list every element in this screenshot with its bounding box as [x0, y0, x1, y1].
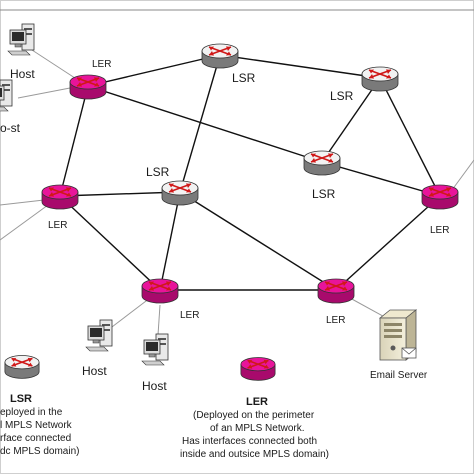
ler-left-router-icon: [41, 184, 79, 210]
label-ler-left: LER: [48, 220, 67, 231]
link-ler-top-ler-left: [59, 85, 89, 197]
link-lsr-topright-ler-right: [379, 77, 441, 197]
email-server-icon: [378, 309, 418, 361]
legend-ler-line-2: of an MPLS Network.: [210, 423, 304, 434]
label-host-bottom2: Host: [142, 379, 167, 393]
lsr-top-router-icon: [201, 43, 239, 69]
label-lsr-topright: LSR: [330, 89, 354, 103]
label-host-left: o-st: [0, 121, 21, 135]
legend-lsr-line-2: l MPLS Network: [0, 420, 73, 431]
label-email-server: Email Server: [370, 370, 428, 381]
label-lsr-right: LSR: [312, 187, 336, 201]
legend-ler-title: LER: [246, 396, 268, 408]
link-host-top: [31, 49, 79, 81]
legend: LSR eployed in the l MPLS Network rface …: [0, 393, 329, 460]
host-left-icon: [0, 79, 13, 112]
label-host-bottom1: Host: [82, 364, 107, 378]
label-ler-bottom: LER: [180, 310, 199, 321]
core-links: [59, 54, 441, 291]
legend-ler-line-1: (Deployed on the perimeter: [193, 410, 315, 421]
host-bottom1-icon: [85, 319, 113, 352]
link-ler-top-lsr-top: [87, 54, 221, 87]
link-ler-top-lsr-right: [87, 85, 323, 163]
legend-lsr-title: LSR: [10, 393, 32, 405]
link-lsr-top-lsr-center: [179, 54, 221, 193]
label-lsr-center: LSR: [146, 165, 170, 179]
hosts: [0, 23, 169, 366]
link-ler-bottomright-ler-right: [335, 195, 441, 291]
legend-ler-line-3: Has interfaces connected both: [182, 436, 317, 447]
link-host-bottom1: [107, 297, 151, 331]
legend-lsr-line-1: eployed in the: [0, 407, 63, 418]
legend-ler-line-4: inside and outsice MPLS domain): [180, 449, 329, 460]
link-lsr-center-ler-bottomright: [179, 191, 337, 291]
label-lsr-top: LSR: [232, 71, 256, 85]
lsr-topright-router-icon: [361, 66, 399, 92]
host-top-icon: [7, 23, 35, 56]
label-host-top: Host: [10, 67, 35, 81]
legend-lsr-router-icon: [4, 355, 40, 379]
labels: LER LSR LSR LSR LSR LER LER LER LER Host…: [0, 59, 449, 393]
routers: [4, 43, 459, 381]
host-links: [0, 49, 474, 336]
link-lsr-top-lsr-topright: [219, 54, 381, 79]
link-host-left: [17, 87, 71, 99]
lsr-center-router-icon: [161, 180, 199, 206]
label-ler-top: LER: [92, 59, 111, 70]
link-lsr-right-ler-right: [321, 161, 441, 197]
label-ler-bottomright: LER: [326, 315, 345, 326]
link-lsr-topright-lsr-right: [321, 77, 381, 163]
link-ler-left-ler-bottom: [59, 195, 161, 291]
lsr-right-router-icon: [303, 150, 341, 176]
link-lsr-center-ler-bottom: [159, 191, 181, 291]
link-offscreen-right: [451, 159, 474, 191]
ler-top-router-icon: [69, 74, 107, 100]
legend-lsr-line-4: dc MPLS domain): [0, 446, 79, 457]
legend-lsr-line-3: rface connected: [0, 433, 71, 444]
link-ler-left-lsr-center: [59, 191, 181, 197]
ler-bottom-router-icon: [141, 278, 179, 304]
ler-right-router-icon: [421, 184, 459, 210]
ler-bottomright-router-icon: [317, 278, 355, 304]
link-offscreen-left-a: [0, 199, 45, 206]
legend-ler-router-icon: [240, 357, 276, 381]
link-host-bottom2: [157, 304, 161, 336]
label-ler-right: LER: [430, 225, 449, 236]
host-bottom2-icon: [141, 333, 169, 366]
link-offscreen-left-b: [0, 204, 49, 241]
